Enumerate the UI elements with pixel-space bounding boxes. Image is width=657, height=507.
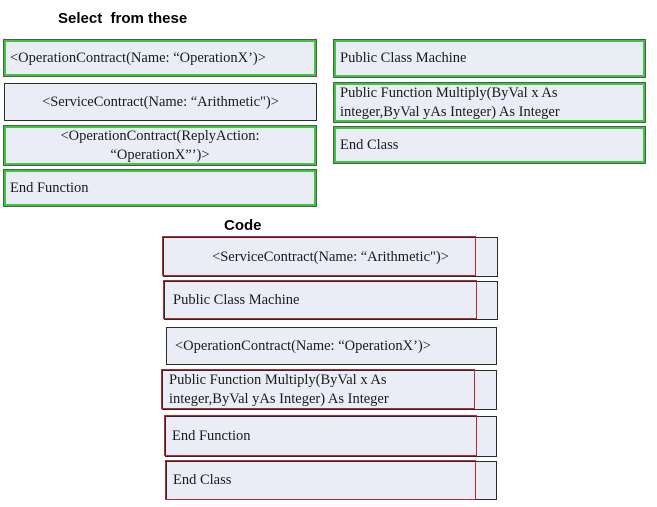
select-item-operation-contract-name[interactable]: <OperationContract(Name: “OperationX’)> (3, 39, 317, 77)
select-heading: Select from these (58, 10, 188, 27)
select-item-label: <ServiceContract(Name: “Arithmetic")> (42, 93, 279, 110)
select-item-service-contract[interactable]: <ServiceContract(Name: “Arithmetic")> (4, 83, 317, 121)
code-slot-label: <OperationContract(Name: “OperationX’)> (175, 337, 431, 354)
select-item-label: <OperationContract(Name: “OperationX’)> (10, 49, 266, 66)
code-slot-end-function[interactable]: End Function (165, 416, 497, 457)
code-slot-label: Public Class Machine (173, 292, 300, 308)
select-item-operation-contract-reply-action[interactable]: <OperationContract(ReplyAction: “Operati… (3, 125, 317, 166)
code-slot-service-contract[interactable]: <ServiceContract(Name: “Arithmetic")> (163, 237, 498, 277)
code-slot-end-class[interactable]: End Class (166, 461, 497, 500)
code-heading: Code (224, 217, 262, 234)
select-item-end-class[interactable]: End Class (333, 126, 646, 164)
code-slot-public-function[interactable]: Public Function Multiply(ByVal x As inte… (162, 370, 497, 410)
code-slot-label: End Class (173, 472, 232, 488)
code-slot-public-class[interactable]: Public Class Machine (164, 281, 498, 320)
select-item-label: End Function (10, 179, 89, 196)
select-item-label: Public Function Multiply(ByVal x As inte… (340, 84, 560, 120)
select-item-label: <OperationContract(ReplyAction: “Operati… (60, 127, 260, 163)
code-slot-label: <ServiceContract(Name: “Arithmetic")> (212, 248, 449, 265)
select-item-end-function[interactable]: End Function (3, 169, 317, 207)
select-item-public-function[interactable]: Public Function Multiply(ByVal x As inte… (333, 82, 646, 123)
code-slot-operation-contract-name[interactable]: <OperationContract(Name: “OperationX’)> (166, 327, 497, 365)
select-item-label: End Class (340, 136, 399, 153)
select-item-public-class[interactable]: Public Class Machine (333, 39, 646, 78)
code-slot-label: Public Function Multiply(ByVal x As inte… (169, 372, 389, 407)
code-slot-label: End Function (172, 428, 251, 444)
select-item-label: Public Class Machine (340, 50, 467, 66)
